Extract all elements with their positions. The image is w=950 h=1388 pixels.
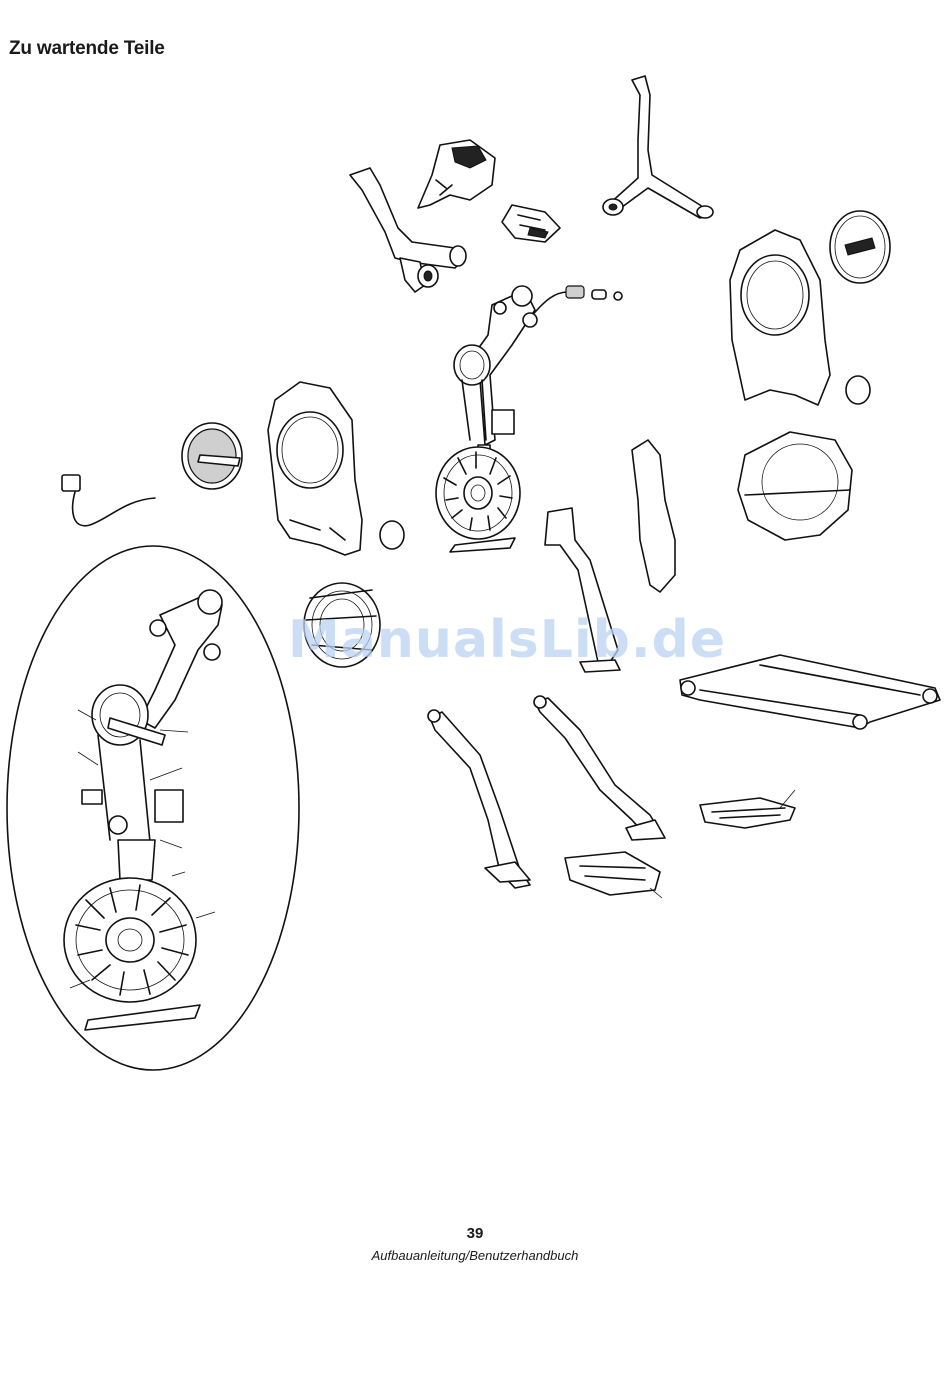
right-pedal-part (700, 790, 795, 828)
right-pedal-arm (534, 696, 665, 840)
footer-document-title: Aufbauanleitung/Benutzerhandbuch (0, 1248, 950, 1263)
right-shroud-part (730, 230, 830, 405)
right-cover-disc (830, 211, 890, 283)
left-pedal-part (565, 852, 662, 898)
right-handlebar-part (603, 76, 713, 218)
left-pedal-arm (428, 710, 530, 888)
detail-callout (7, 546, 299, 1070)
mounting-bracket-part (502, 205, 560, 242)
vertical-cover-part (632, 440, 675, 592)
round-cover-disc (182, 423, 242, 489)
power-adapter-part (62, 475, 155, 526)
connector-parts (530, 286, 622, 318)
watermark-text: ManualsLib.de (288, 610, 726, 670)
small-cap-part (846, 376, 870, 404)
left-shroud-part (268, 382, 362, 555)
page-number: 39 (0, 1225, 950, 1242)
console-cover-part (418, 140, 495, 208)
small-ring-part (380, 521, 404, 549)
fan-housing-cylinder (738, 432, 852, 540)
central-fan-wheel (436, 447, 520, 552)
